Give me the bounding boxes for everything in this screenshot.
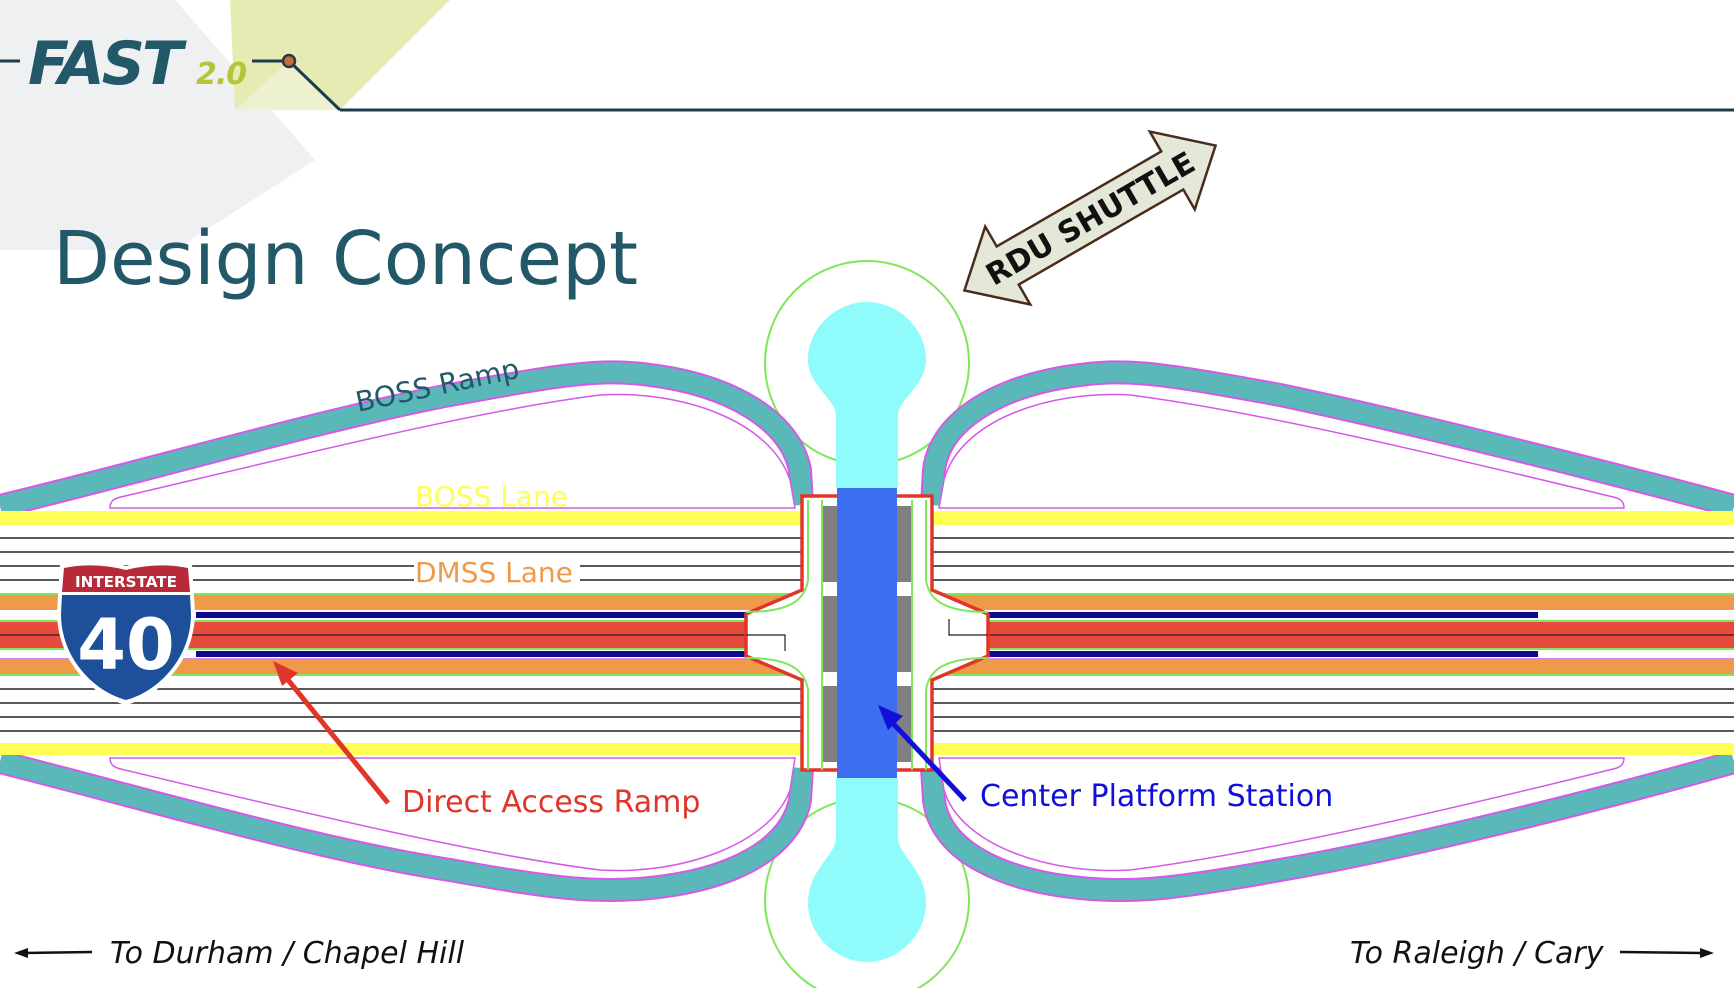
barrier-top-west <box>196 612 746 618</box>
header-diagonal-rule <box>287 59 342 112</box>
direction-west: To Durham / Chapel Hill <box>14 936 465 971</box>
platform-east-1 <box>897 506 911 582</box>
boss-ramp-se-fill <box>922 752 1734 901</box>
boss-ramp-sw-fill <box>0 752 812 901</box>
rdu-shuttle-arrow: RDU SHUTTLE <box>962 129 1218 307</box>
direct-access-ramp-label: Direct Access Ramp <box>402 785 700 820</box>
header-node-dot <box>281 53 297 69</box>
direction-east: To Raleigh / Cary <box>1350 936 1714 971</box>
shield-body-blue <box>61 595 191 700</box>
freeway-east <box>932 511 1734 755</box>
dmss-lane-top-west <box>0 594 802 610</box>
callout-arrowhead <box>878 705 903 730</box>
boss-ramps <box>0 360 1734 903</box>
south-access-bulb <box>808 778 926 962</box>
dmss-lane-bottom-east <box>932 660 1734 674</box>
center-platform-station <box>837 488 897 778</box>
barrier-top-east <box>988 612 1538 618</box>
dmss-lane-top-east <box>932 594 1734 610</box>
shield-route-number: 40 <box>77 604 174 686</box>
boss-lane-bottom-west <box>0 743 802 755</box>
platform-east-3 <box>897 686 911 762</box>
platform-west-3 <box>823 686 837 762</box>
platform-east-2 <box>897 596 911 672</box>
callout-arrow-line <box>282 673 390 805</box>
platform-west-2 <box>823 596 837 672</box>
express-stub-west <box>746 634 786 651</box>
boss-ramp-nw-fill <box>0 362 812 516</box>
boss-lane-top-west <box>0 511 802 525</box>
gore-sw <box>109 757 796 872</box>
boss-lane-label: BOSS Lane <box>415 480 568 513</box>
page-title: Design Concept <box>53 216 638 302</box>
center-platform-station-label: Center Platform Station <box>980 779 1333 814</box>
station-curb-se <box>925 657 989 770</box>
station-curb-ne <box>925 500 989 613</box>
header-decoration: FAST 2.0 <box>0 0 1734 250</box>
shield-interstate-text: INTERSTATE <box>75 573 177 591</box>
east-arrowhead-icon <box>1700 948 1714 958</box>
barrier-bottom-east <box>988 651 1538 657</box>
platform-west-1 <box>823 506 837 582</box>
north-access-bulb <box>808 302 926 488</box>
direct-access-callout: Direct Access Ramp <box>273 661 700 820</box>
dmss-lane-label: DMSS Lane <box>415 556 573 589</box>
to-durham-chapel-hill-label: To Durham / Chapel Hill <box>110 936 465 971</box>
boss-ramp-ne-fill <box>922 362 1734 516</box>
station-curb-sw <box>745 657 809 770</box>
interstate-40-shield: INTERSTATE 40 <box>57 561 195 705</box>
header-light-green-triangle <box>235 60 340 110</box>
station-curb-nw <box>745 500 809 613</box>
west-arrowhead-icon <box>14 948 28 958</box>
west-arrow-line <box>23 950 93 955</box>
dmss-label-bg <box>414 554 580 590</box>
rdu-shuttle-label: RDU SHUTTLE <box>980 145 1201 293</box>
callout-arrowhead <box>273 661 298 686</box>
boss-lane-bottom-east <box>932 743 1734 755</box>
barrier-bottom-west <box>196 651 746 657</box>
station-callout: Center Platform Station <box>878 705 1333 814</box>
to-raleigh-cary-label: To Raleigh / Cary <box>1350 936 1605 971</box>
express-stub-east <box>948 619 988 636</box>
dmss-lane-bottom-west <box>0 660 802 674</box>
shield-top-red <box>62 565 190 592</box>
gore-nw <box>109 393 796 509</box>
header-gray-shape <box>0 0 315 250</box>
gore-ne <box>938 393 1625 509</box>
boss-lane-top-east <box>932 511 1734 525</box>
interchange: INTERSTATE 40 <box>0 260 1734 988</box>
gore-se <box>938 757 1625 872</box>
logo-fast: FAST <box>28 29 187 99</box>
callout-arrow-line <box>886 716 967 802</box>
east-arrow-line <box>1619 950 1703 955</box>
side-platforms <box>823 506 911 762</box>
shuttle-double-arrow-shape <box>962 129 1218 307</box>
logo-version: 2.0 <box>196 57 246 92</box>
